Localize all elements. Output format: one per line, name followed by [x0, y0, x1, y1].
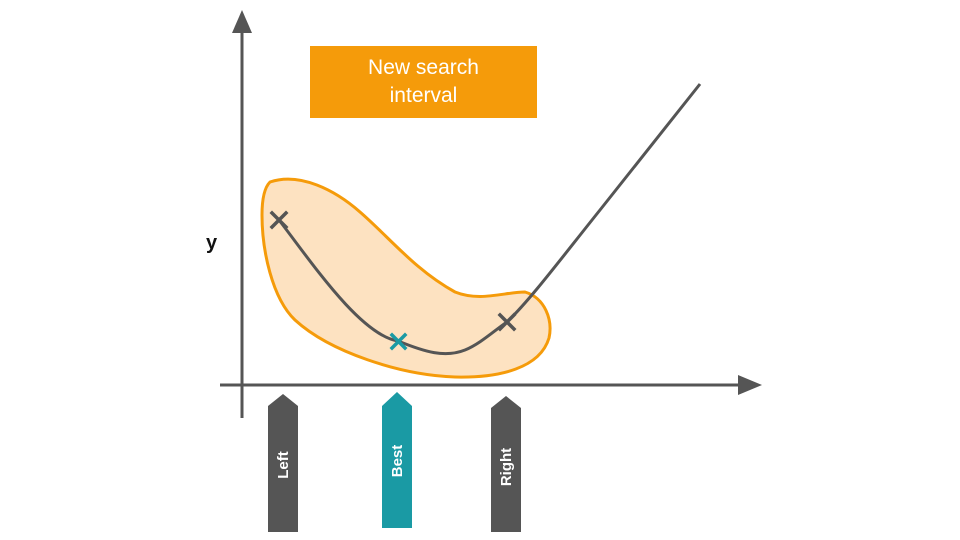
marker-arrow-best	[382, 392, 412, 528]
y-axis-arrowhead	[232, 10, 252, 33]
marker-label-left: Left	[274, 451, 292, 479]
y-axis-label: y	[206, 232, 218, 254]
marker-label-right: Right	[497, 447, 515, 487]
marker-arrow-right	[491, 396, 521, 532]
callout: New search interval	[310, 46, 537, 118]
callout-box	[310, 46, 537, 118]
sample-point-right	[497, 312, 517, 332]
marker-label-best: Best	[388, 444, 406, 478]
marker-arrow-left	[268, 394, 298, 532]
x-axis-arrowhead	[738, 375, 762, 395]
callout-text: New search interval	[368, 56, 479, 107]
search-interval-region	[260, 177, 552, 379]
sample-point-best	[389, 332, 408, 351]
sample-point-left	[269, 210, 289, 230]
function-curve	[277, 83, 702, 356]
axes	[220, 10, 762, 418]
